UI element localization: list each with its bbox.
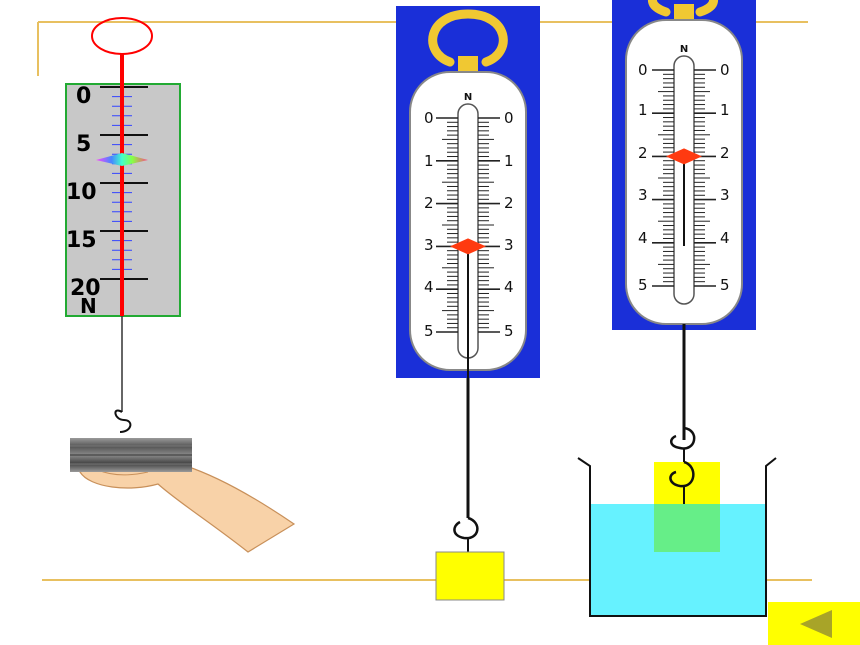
scale-a-indicator (96, 153, 148, 166)
scale-b-right-label: 0 (504, 109, 514, 127)
scale-c-lower-hook-icon (669, 460, 695, 488)
scale-b-ring-icon (428, 9, 508, 67)
scale-c-clip (674, 4, 694, 20)
scale-b-right-label: 4 (504, 278, 514, 296)
scale-b-right-labels: 0 1 2 3 4 5 (504, 109, 514, 340)
scale-c-block-submerged (654, 504, 720, 552)
scale-c-left-label: 4 (638, 229, 648, 247)
scale-c-block-above-water (654, 462, 720, 504)
scale-a-hook-icon (114, 409, 132, 433)
scale-b-left-label: 3 (424, 236, 434, 254)
scale-c-right-labels: 0 1 2 3 4 5 (720, 61, 730, 294)
scale-a-label-10: 10 (66, 180, 97, 205)
scale-b-left-labels: 0 1 2 3 4 5 (424, 109, 434, 340)
scale-c-left-labels: 0 1 2 3 4 5 (638, 61, 648, 294)
scale-b-right-label: 3 (504, 236, 514, 254)
hand-icon (79, 462, 296, 553)
scale-c-left-label: 5 (638, 276, 648, 294)
scale-b-weight-block (435, 551, 505, 601)
scale-b-left-label: 0 (424, 109, 434, 127)
beaker-icon (577, 457, 777, 617)
pull-ring[interactable] (91, 17, 153, 55)
triangle-left-icon (800, 610, 832, 638)
spring-scale-a: 0 5 10 15 20 N (65, 17, 296, 553)
spring-scale-c: N 0 1 2 3 4 5 0 1 2 3 4 5 (577, 0, 777, 617)
scale-a-label-0: 0 (76, 84, 91, 109)
scale-c-right-label: 5 (720, 276, 730, 294)
scale-c-right-label: 3 (720, 186, 730, 204)
scale-b-right-label: 2 (504, 194, 514, 212)
scale-b-left-label: 5 (424, 322, 434, 340)
scale-a-label-20: 20 (70, 276, 101, 301)
scale-b-right-label: 5 (504, 322, 514, 340)
scale-b-top-mark: N (464, 92, 472, 103)
spring-scale-b: N 0 1 2 3 4 5 0 1 2 3 4 5 (396, 6, 540, 601)
scale-a-label-15: 15 (66, 228, 97, 253)
scale-b-pointer (450, 238, 486, 255)
scale-c-right-label: 0 (720, 61, 730, 79)
scale-b-ticks (436, 117, 500, 333)
scale-c-left-label: 0 (638, 61, 648, 79)
scale-c-right-label: 1 (720, 101, 730, 119)
scale-c-left-label: 1 (638, 101, 648, 119)
scale-b-left-label: 1 (424, 152, 434, 170)
scale-b-right-label: 1 (504, 152, 514, 170)
scale-a-unit: N (80, 294, 97, 318)
scale-c-right-label: 4 (720, 229, 730, 247)
scale-c-left-label: 2 (638, 144, 648, 162)
scale-c-pointer (666, 148, 702, 165)
scale-b-hook-icon (453, 516, 479, 540)
scale-c-right-label: 2 (720, 144, 730, 162)
scale-b-clip (458, 56, 478, 72)
scale-c-ring-icon (648, 0, 718, 17)
back-button[interactable] (768, 602, 860, 645)
scale-c-hook-icon (670, 426, 696, 450)
scale-c-top-mark: N (680, 44, 688, 55)
scale-b-left-label: 4 (424, 278, 434, 296)
scale-c-left-label: 3 (638, 186, 648, 204)
scale-a-label-5: 5 (76, 132, 91, 157)
scale-b-left-label: 2 (424, 194, 434, 212)
